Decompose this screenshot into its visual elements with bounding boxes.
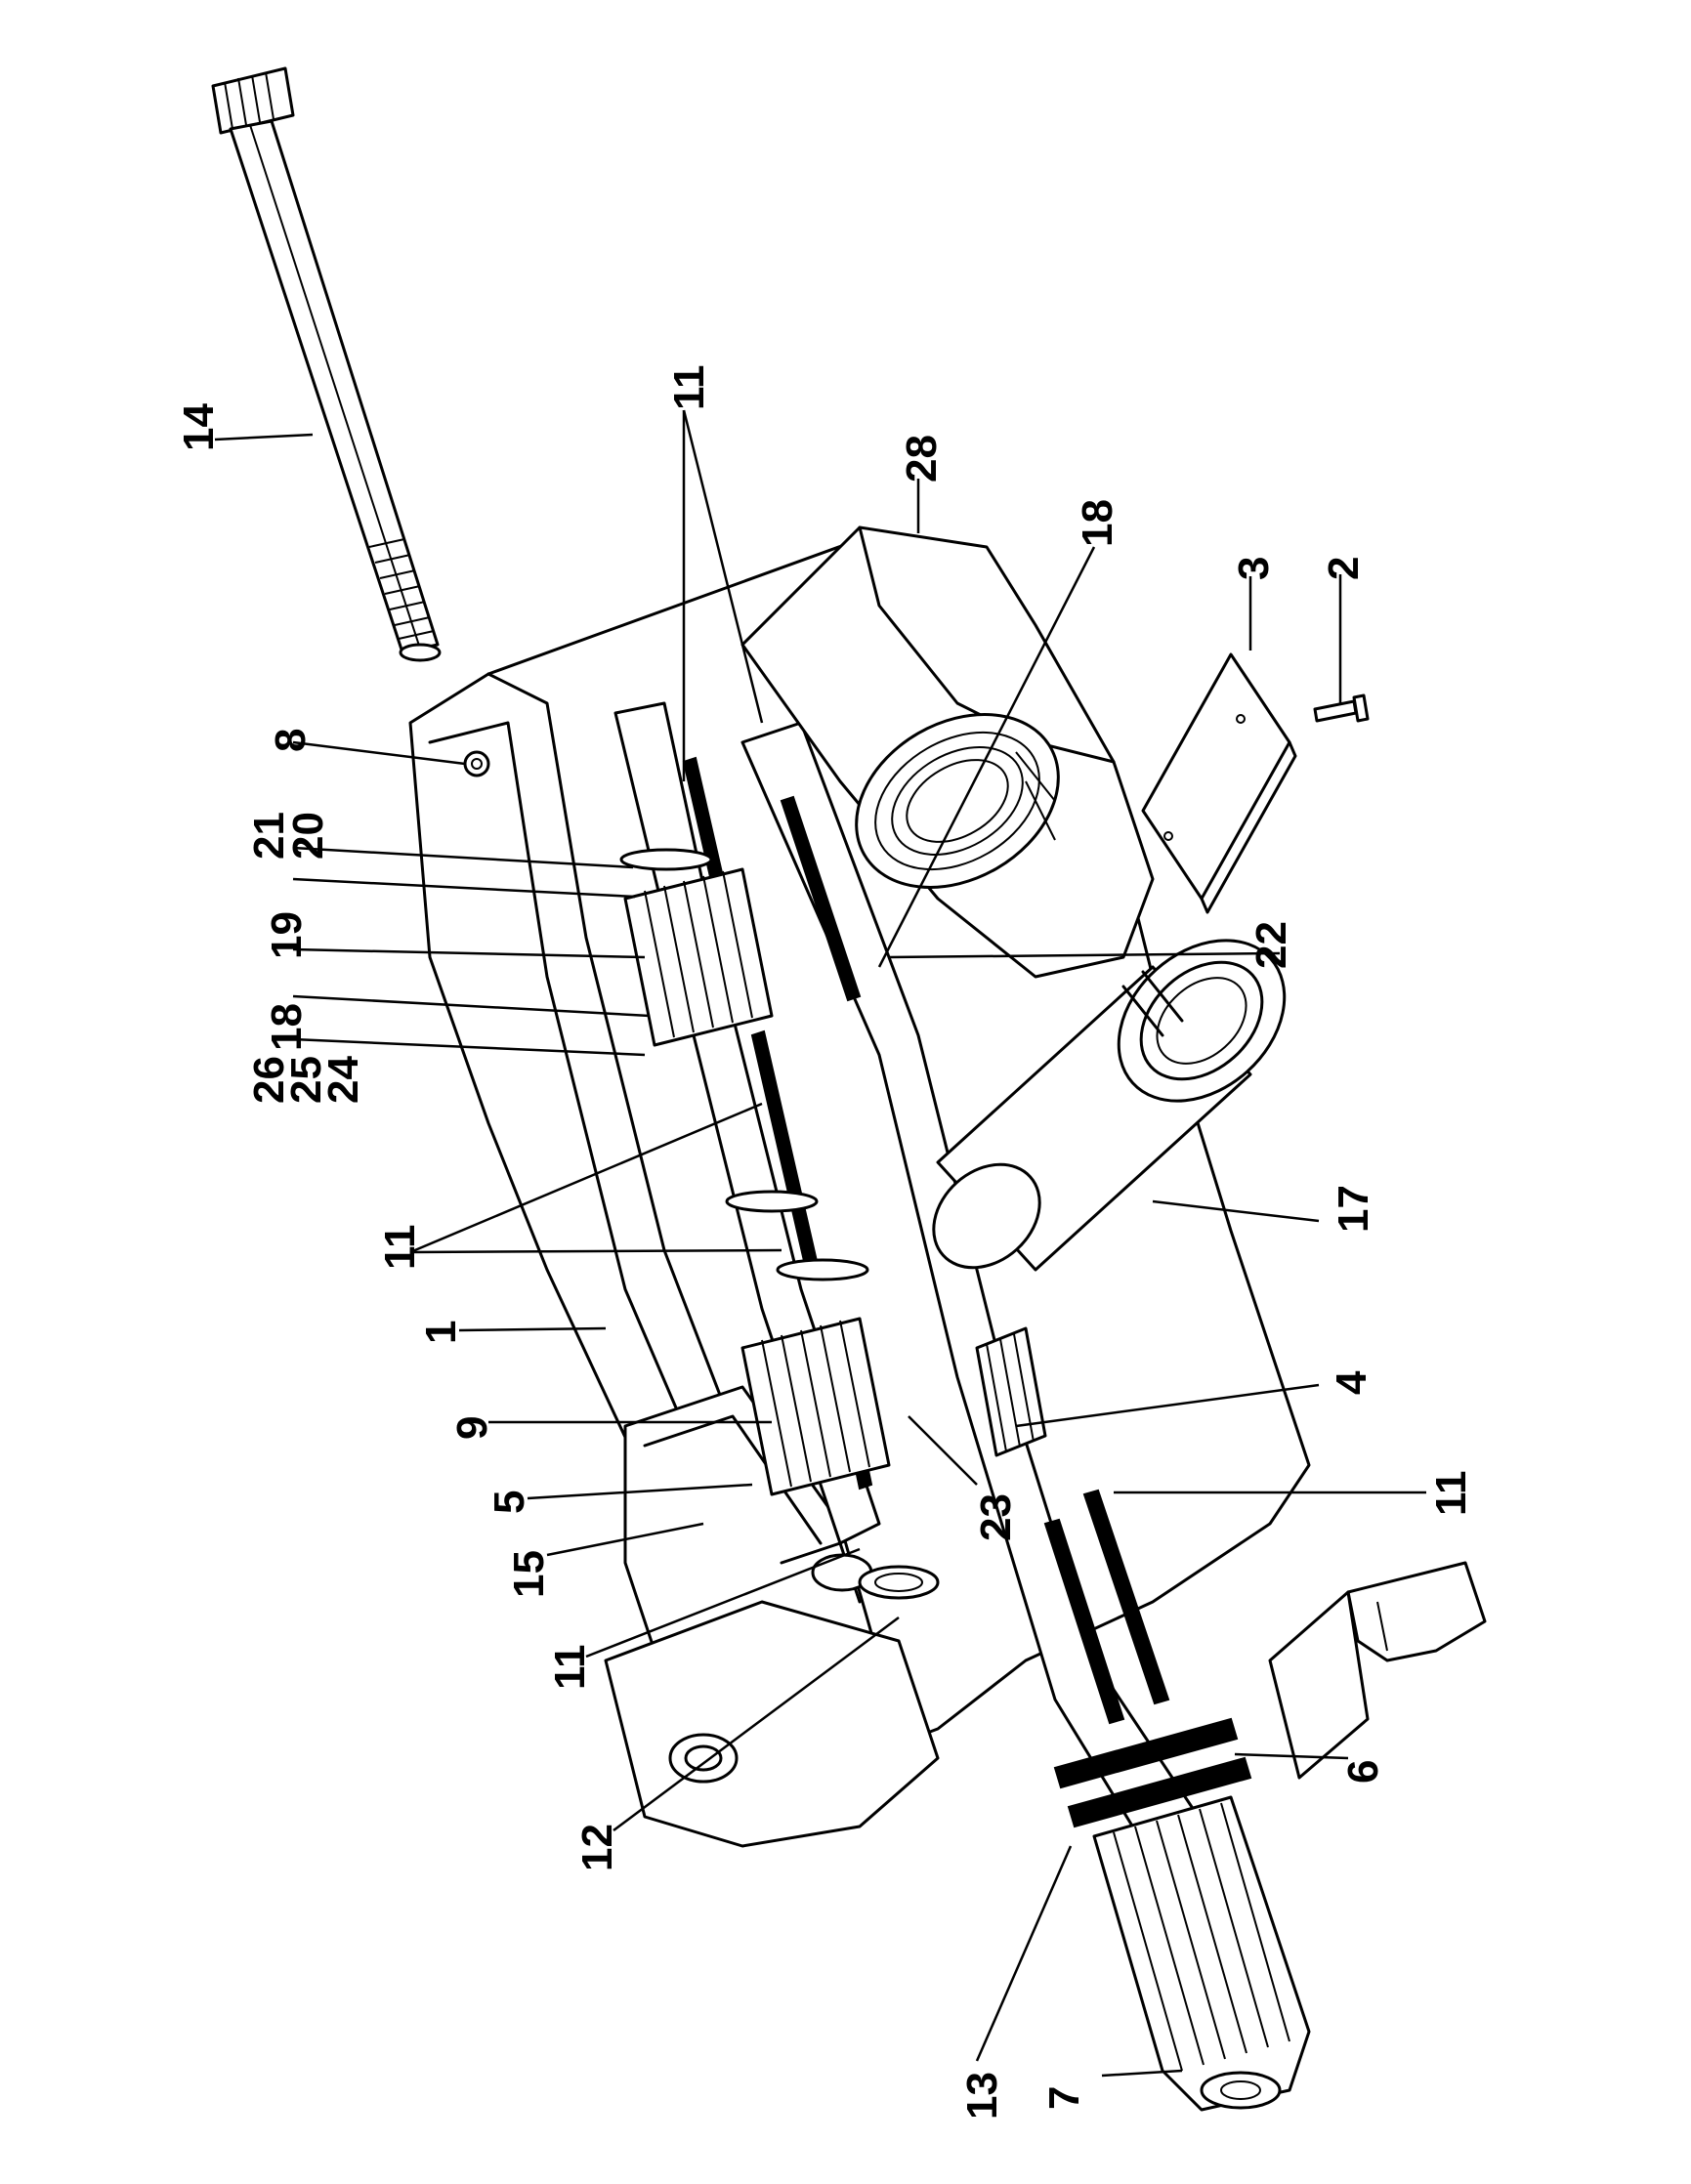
- leader-lines: [214, 409, 1426, 2078]
- callout-19: 19: [263, 911, 311, 959]
- callout-9: 9: [448, 1416, 496, 1440]
- callout-13: 13: [958, 2072, 1006, 2120]
- callout-24: 24: [319, 1056, 367, 1104]
- callout-11-upper-left: 11: [376, 1224, 424, 1270]
- port-fitting: [932, 939, 1287, 1272]
- callout-18-lower: 18: [1074, 499, 1121, 547]
- mounting-foot: [1268, 1561, 1487, 1780]
- callout-4: 4: [1328, 1370, 1375, 1395]
- upper-gear-shaft: [613, 701, 940, 1600]
- callout-18-upper: 18: [263, 1003, 311, 1051]
- callout-1: 1: [417, 1321, 465, 1344]
- cover-plate: [1141, 652, 1297, 914]
- callout-17: 17: [1330, 1185, 1377, 1233]
- callout-11-top: 11: [665, 364, 713, 410]
- callout-22: 22: [1247, 921, 1295, 969]
- drive-shaft: [740, 721, 1311, 2112]
- callout-14: 14: [175, 403, 223, 451]
- callout-11-left: 11: [546, 1644, 594, 1690]
- rear-cover: [740, 525, 1155, 979]
- callout-7: 7: [1040, 2086, 1088, 2110]
- callout-6: 6: [1339, 1760, 1387, 1784]
- callout-20: 20: [284, 812, 332, 860]
- callout-8: 8: [267, 729, 315, 752]
- callout-25: 25: [282, 1056, 330, 1104]
- callout-28: 28: [898, 435, 946, 483]
- callout-3: 3: [1230, 557, 1278, 580]
- callout-21: 21: [245, 812, 293, 860]
- tie-bolt: [211, 66, 442, 662]
- callout-5: 5: [486, 1491, 533, 1514]
- callout-2: 2: [1320, 557, 1368, 580]
- callout-15: 15: [505, 1550, 553, 1598]
- callout-26: 26: [245, 1056, 293, 1104]
- callout-11-lower-right: 11: [1427, 1470, 1475, 1516]
- callout-23: 23: [972, 1493, 1020, 1541]
- screw: [1313, 693, 1370, 723]
- callout-12: 12: [573, 1824, 621, 1871]
- callout-labels: 14 8 21 20 19 18 26 25 24 11 1 9 5 15 11…: [175, 364, 1475, 2120]
